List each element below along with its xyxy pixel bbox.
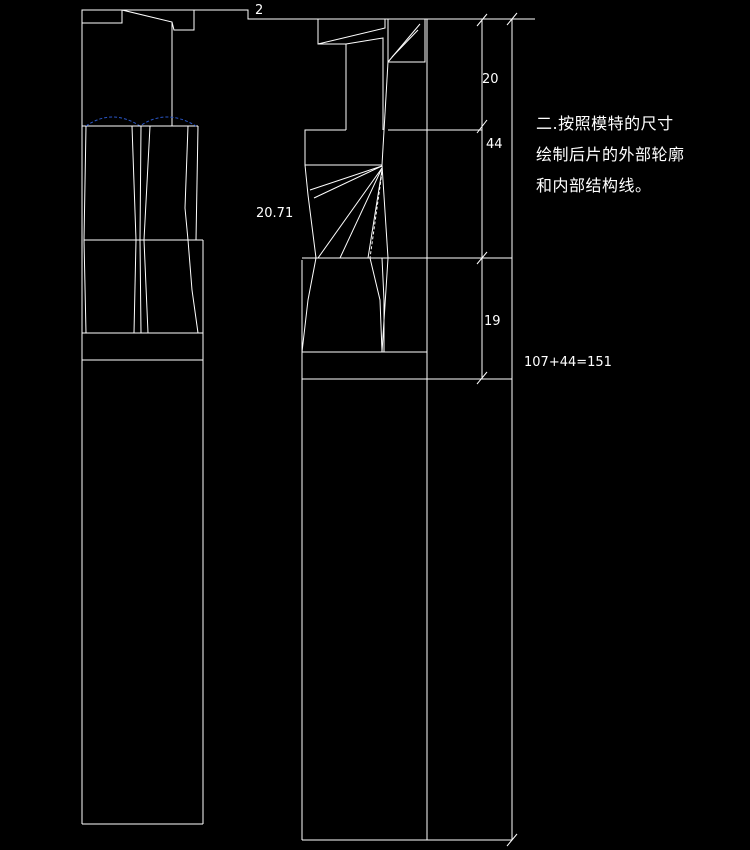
back-dart-dashed — [369, 171, 383, 259]
front-side-seam — [184, 125, 199, 241]
back-bust-box — [304, 129, 382, 166]
instruction-note: 二.按照模特的尺寸 绘制后片的外部轮廓 和内部结构线。 — [536, 108, 736, 201]
front-dart-center — [139, 125, 142, 334]
back-pattern-piece — [301, 12, 518, 847]
back-side-seam — [301, 257, 317, 353]
back-yoke-curve — [304, 164, 317, 259]
back-armhole-line — [381, 61, 389, 166]
label-top-offset: 2 — [255, 3, 263, 18]
front-bust-curve — [85, 116, 197, 127]
back-dart-fan-4 — [339, 167, 383, 259]
back-dart-inner-2 — [381, 257, 385, 352]
front-dart-left — [131, 125, 137, 334]
label-dim-44: 44 — [486, 137, 503, 152]
dim-tick-top — [476, 13, 488, 27]
front-outer-outline — [81, 9, 535, 824]
back-dart-fan-5 — [367, 169, 383, 259]
back-shoulder-triangle — [387, 19, 426, 63]
back-dart-fan-3 — [317, 167, 383, 259]
back-dart-fan-2 — [313, 165, 383, 199]
front-hip-curve — [187, 239, 199, 334]
dim-tick-44 — [476, 251, 488, 265]
back-shoulder-diagonal-2 — [391, 29, 419, 58]
back-collar-shape — [317, 19, 386, 45]
front-center-line — [83, 125, 87, 334]
label-dim-2071: 20.71 — [256, 206, 293, 221]
label-dim-20: 20 — [482, 72, 499, 87]
front-pattern-piece — [81, 9, 535, 825]
dim-tick-outer-top — [506, 12, 518, 26]
label-dim-19: 19 — [484, 314, 501, 329]
back-collar-shape-2 — [345, 37, 384, 130]
back-dart-inner — [369, 257, 383, 353]
front-neck-notch — [82, 9, 195, 31]
label-total: 107+44=151 — [524, 355, 612, 370]
instruction-line-1: 二.按照模特的尺寸 — [536, 114, 674, 133]
dim-tick-20 — [476, 119, 488, 134]
back-neck-notch — [317, 19, 347, 130]
front-dart-right — [143, 125, 151, 334]
instruction-line-2: 绘制后片的外部轮廓 — [536, 145, 685, 164]
dim-tick-bottom — [506, 833, 518, 847]
back-dart-fan-1 — [309, 165, 383, 191]
instruction-line-3: 和内部结构线。 — [536, 176, 652, 195]
dim-tick-19 — [476, 371, 488, 385]
